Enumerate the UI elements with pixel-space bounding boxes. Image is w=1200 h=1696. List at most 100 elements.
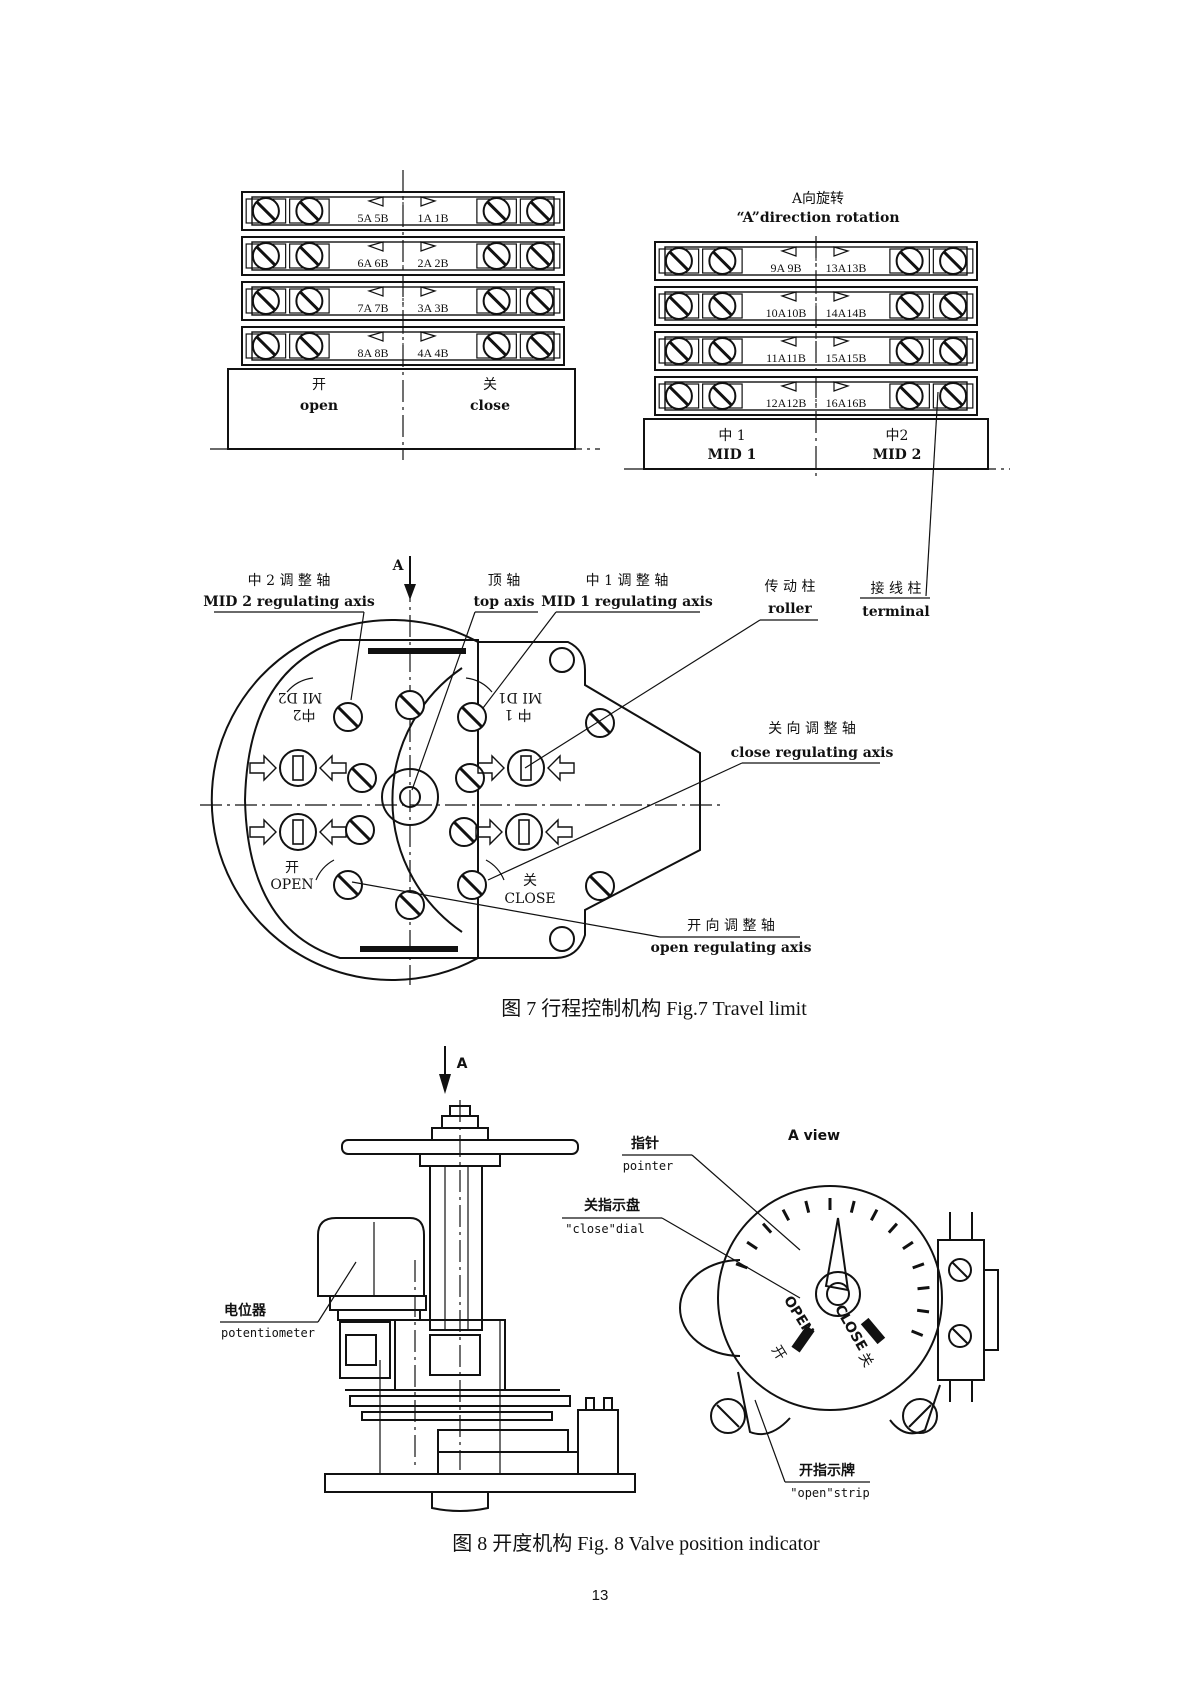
right-row-2-screw-3 [895,292,924,320]
gear-block-left [339,1321,391,1379]
open-axis-leader [351,881,661,938]
top-axis-leader [411,611,476,791]
left-row-4-screw-2 [295,332,324,360]
left-base-close-en: close [470,398,510,414]
right-row-3-screw-1 [664,337,693,365]
left-row-4-left-label: 8A 8B [357,346,388,360]
plate-screw-8 [345,815,375,845]
switch-screw-2 [948,1324,972,1348]
potentiometer-body [317,1217,425,1297]
plate-screw-12 [585,871,615,901]
fig8-callouts: 电位器 potentiometer A view 指针 pointer 关指示盘… [220,1128,870,1500]
left-row-1-left-label: 5A 5B [357,211,388,225]
plate-screw-10 [449,817,479,847]
a-view-dial: OPEN 开 CLOSE 关 [679,1185,999,1436]
right-row-3-screw-3 [895,337,924,365]
left-row-3-screw-3 [482,287,511,315]
plate-screw-6 [457,870,487,900]
top-axis-label-cn: 顶 轴 [488,573,520,589]
top-axis-center [399,786,421,808]
roller-leader [524,619,761,769]
mid1-axis-label-en: MID 1 regulating axis [541,594,713,610]
left-row-2-screw-4 [526,242,555,270]
mid2-axis-label-cn: 中 2 调 整 轴 [248,573,331,589]
left-row-2-left-label: 6A 6B [357,256,388,270]
roller-label-cn: 传 动 柱 [765,579,816,595]
top-axis-label-en: top axis [473,594,534,610]
plate-screw-7 [347,763,377,793]
dial-open-label: OPEN [780,1293,817,1338]
dial-mount-hole-right [902,1398,938,1434]
fig8-caption: 图 8 开度机构 Fig. 8 Valve position indicator [452,1532,820,1555]
right-row-1-right-label: 13A13B [826,261,867,275]
left-base-open-en: open [300,398,338,414]
lower-gear-2 [437,1451,579,1475]
switch-body [937,1239,985,1381]
left-row-4-right-label: 4A 4B [417,346,448,360]
plate-screw-5 [333,870,363,900]
right-row-2-screw-4 [939,292,968,320]
dial-mount-slot-left [716,1404,740,1428]
right-base-mid1-en: MID 1 [708,447,757,463]
left-row-2-right-label: 2A 2B [417,256,448,270]
plate-screw-3 [333,702,363,732]
dial-tick [781,1209,791,1222]
switch-side [983,1269,999,1351]
dial-open-cn: 开 [768,1343,789,1363]
mid1-axis-label-cn: 中 1 调 整 轴 [586,573,669,589]
close-dial-label-cn: 关指示盘 [584,1197,640,1214]
gear-plate-2 [361,1411,553,1421]
close-axis-leader [487,762,743,881]
right-row-3-screw-2 [708,337,737,365]
plate-screw-2 [395,890,425,920]
a-arrow-head [404,584,416,600]
plate-bottom-bar [360,946,458,952]
dial-tick [761,1222,773,1234]
right-row-4-screw-3 [895,382,924,410]
plate-screw-4 [457,702,487,732]
page-number: 13 [592,1587,609,1604]
plate-open-cn: 开 [285,860,299,876]
close-dial-leader [661,1217,801,1299]
gear-window [429,1334,481,1376]
left-row-4-screw-3 [482,332,511,360]
dial-mount-slot-right [908,1404,932,1428]
plate-screw-11 [585,708,615,738]
terminal-box [577,1409,619,1475]
potentiometer-label-en: potentiometer [221,1326,315,1340]
dial-tick [869,1209,879,1222]
dial-ticks [735,1198,930,1337]
left-row-3-screw-4 [526,287,555,315]
gear-plate-1 [349,1395,571,1407]
right-row-2-screw-2 [708,292,737,320]
dial-tick [735,1262,748,1270]
dial-tick [916,1308,930,1314]
close-axis-label-en: close regulating axis [731,745,894,761]
open-axis-label-cn: 开 向 调 整 轴 [687,918,775,934]
potentiometer-label-cn: 电位器 [224,1302,267,1319]
right-row-1-screw-4 [939,247,968,275]
pot-leader [317,1261,357,1323]
base-plate [324,1473,636,1493]
dial-tick [912,1262,925,1270]
plate-close-en: CLOSE [504,891,555,907]
dial-close-cn: 关 [855,1350,876,1370]
mid2-axis-label-en: MID 2 regulating axis [203,594,375,610]
terminal-label-cn: 接 线 柱 [871,580,922,597]
left-row-1-screw-1 [251,197,280,225]
right-row-2-screw-1 [664,292,693,320]
shaft-bottom [431,1492,489,1512]
dial-tick [746,1240,758,1251]
corner-hole-top [549,647,575,673]
rotation-title-en: “A”direction rotation [736,210,899,226]
dial-tick [887,1222,899,1234]
left-row-2: 6A 6B 2A 2B [241,236,565,276]
open-strip-label-en: "open"strip [790,1486,869,1500]
main-shaft [429,1165,483,1331]
fig8-a-arrow-head [439,1074,451,1094]
left-row-2-screw-2 [295,242,324,270]
